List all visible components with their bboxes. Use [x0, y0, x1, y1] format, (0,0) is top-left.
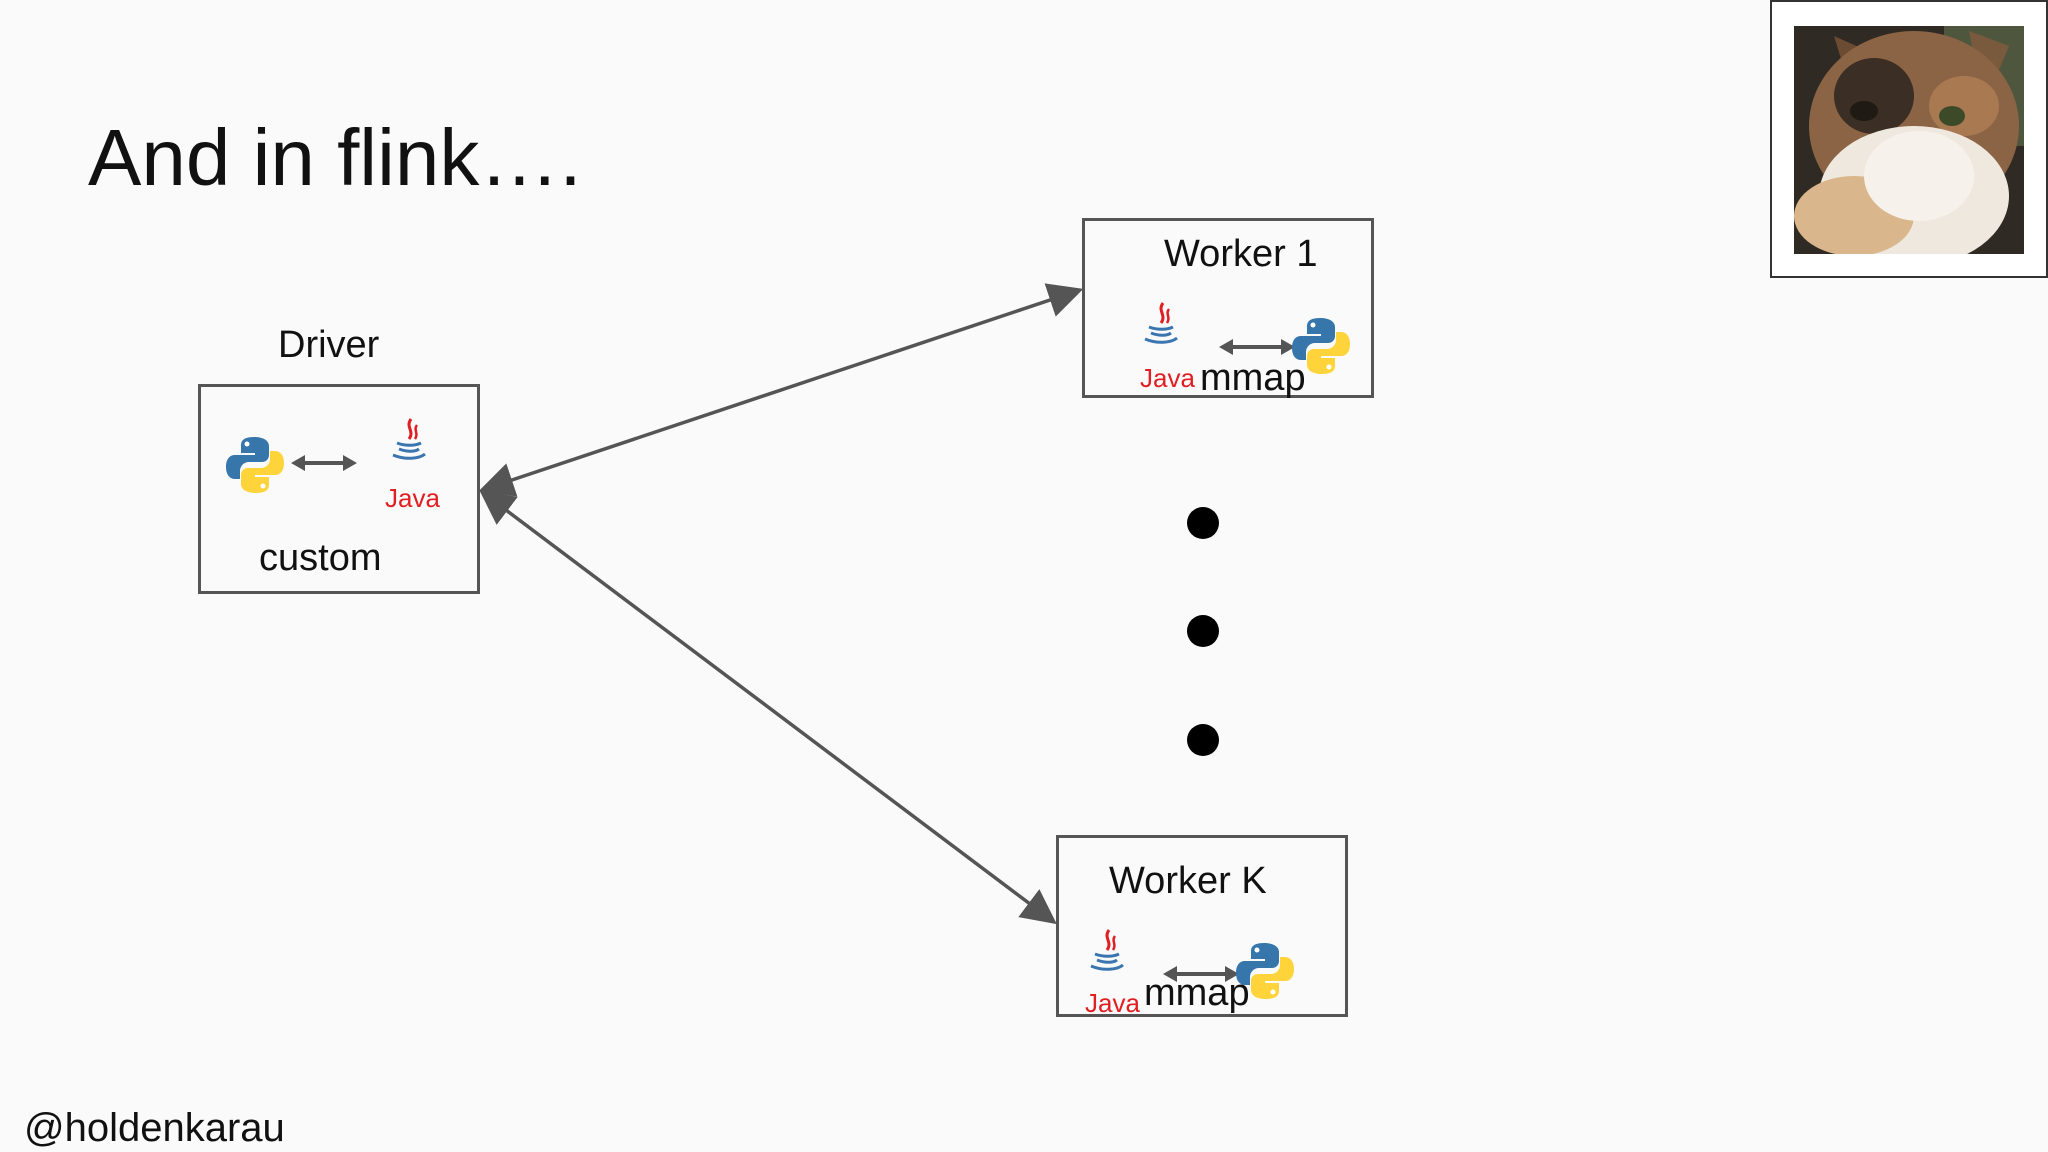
- worker-k-label: Worker K: [1109, 860, 1267, 902]
- python-logo-icon: [226, 437, 284, 493]
- worker-k-box: Worker K Java mmap: [1056, 835, 1348, 1017]
- bidirectional-arrow-icon: [1219, 339, 1295, 355]
- bidirectional-arrow-icon: [291, 455, 357, 471]
- driver-worker1-arrow: [478, 283, 1084, 497]
- java-logo-icon: [1144, 302, 1178, 344]
- driver-label: Driver: [278, 324, 380, 366]
- java-logo-text: Java: [1140, 363, 1195, 393]
- python-logo-icon: [1236, 943, 1294, 999]
- driver-caption: custom: [259, 537, 382, 579]
- worker-1-caption: mmap: [1200, 357, 1306, 399]
- java-logo-text: Java: [385, 483, 440, 513]
- worker-1-label: Worker 1: [1164, 233, 1318, 275]
- ellipsis-dot: [1187, 507, 1219, 539]
- java-logo-icon: [1090, 929, 1124, 971]
- cat-photo: [1770, 0, 2048, 278]
- java-logo-text: Java: [1085, 988, 1140, 1018]
- ellipsis-dot: [1187, 724, 1219, 756]
- driver-box: Java custom: [198, 384, 480, 594]
- ellipsis-dot: [1187, 615, 1219, 647]
- slide-title: And in flink….: [88, 113, 582, 202]
- java-logo-icon: [392, 418, 426, 460]
- bidirectional-arrow-icon: [1163, 966, 1239, 982]
- python-logo-icon: [1292, 318, 1350, 374]
- driver-workerk-arrow: [479, 489, 1057, 925]
- cat-illustration: [1794, 26, 2024, 254]
- cat-photo-image: [1794, 26, 2024, 254]
- worker-1-box: Worker 1 Java mmap: [1082, 218, 1374, 398]
- worker-k-caption: mmap: [1144, 972, 1250, 1014]
- author-handle: @holdenkarau: [24, 1106, 285, 1150]
